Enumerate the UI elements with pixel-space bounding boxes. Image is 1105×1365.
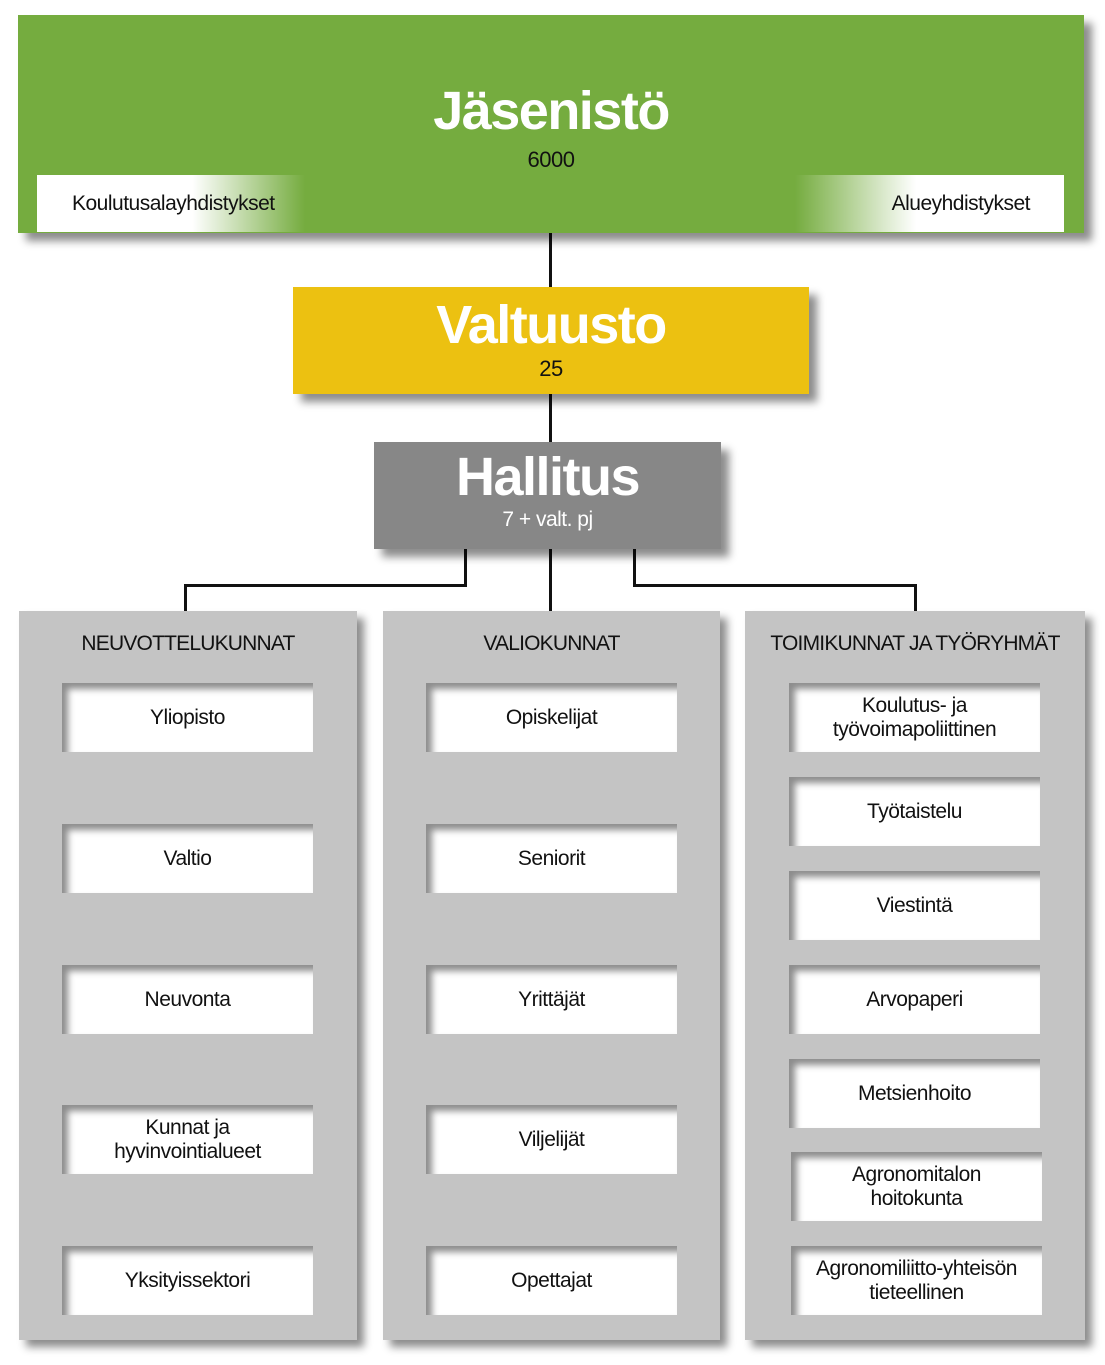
council-count: 25 xyxy=(539,356,563,381)
board-box: Hallitus 7 + valt. pj xyxy=(374,442,721,549)
right-sub-box: Alueyhdistykset xyxy=(795,175,1064,232)
list-item: Työtaistelu xyxy=(789,777,1040,846)
connector-board-left-h xyxy=(184,584,467,587)
connector-board-right xyxy=(633,549,636,587)
left-sub-box: Koulutusalayhdistykset xyxy=(37,175,305,232)
connector-board-right-h xyxy=(633,584,917,587)
list-item: Opiskelijat xyxy=(426,683,677,752)
list-item: Agronomiliitto-yhteisön tieteellinen xyxy=(791,1246,1042,1315)
left-sub-label: Koulutusalayhdistykset xyxy=(72,191,275,215)
list-item: Yksityissektori xyxy=(62,1246,313,1315)
column-title: VALIOKUNNAT xyxy=(483,632,620,655)
right-sub-label: Alueyhdistykset xyxy=(891,191,1031,215)
list-item: Opettajat xyxy=(426,1246,677,1315)
list-item: Neuvonta xyxy=(62,965,313,1034)
connector-members-council xyxy=(549,233,552,289)
connector-board-right-down xyxy=(914,584,917,611)
members-count: 6000 xyxy=(527,147,575,172)
members-title: Jäsenistö xyxy=(433,81,670,141)
list-item: Viljelijät xyxy=(426,1105,677,1174)
list-item: Arvopaperi xyxy=(789,965,1040,1034)
list-item: Metsienhoito xyxy=(789,1059,1040,1128)
list-item: Kunnat ja hyvinvointialueet xyxy=(62,1105,313,1174)
connector-board-middle xyxy=(549,549,552,611)
column-title: TOIMIKUNNAT JA TYÖRYHMÄT xyxy=(770,632,1060,655)
list-item: Valtio xyxy=(62,824,313,893)
council-box: Valtuusto 25 xyxy=(293,287,809,394)
list-item: Yliopisto xyxy=(62,683,313,752)
list-item: Koulutus- ja työvoimapoliittinen xyxy=(789,683,1040,752)
column-title: NEUVOTTELUKUNNAT xyxy=(81,632,295,655)
list-item: Agronomitalon hoitokunta xyxy=(791,1152,1042,1221)
list-item: Viestintä xyxy=(789,871,1040,940)
connector-board-left-down xyxy=(184,584,187,611)
list-item: Seniorit xyxy=(426,824,677,893)
board-count: 7 + valt. pj xyxy=(502,508,593,531)
list-item: Yrittäjät xyxy=(426,965,677,1034)
connector-board-left xyxy=(464,549,467,587)
council-title: Valtuusto xyxy=(436,295,667,355)
connector-council-board xyxy=(549,394,552,444)
board-title: Hallitus xyxy=(455,447,641,507)
members-box: Koulutusalayhdistykset Alueyhdistykset J… xyxy=(18,15,1084,233)
